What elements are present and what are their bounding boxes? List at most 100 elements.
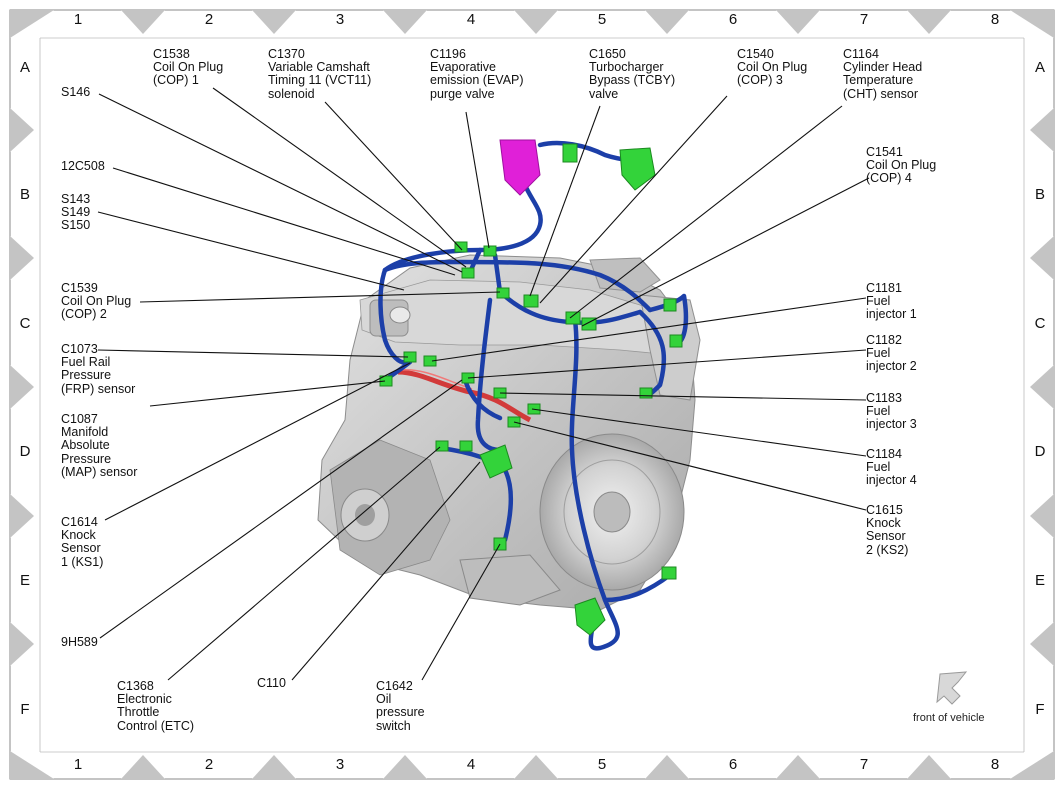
- column-label-6-bottom: 6: [728, 756, 738, 773]
- frame-marker-bottom-3: [383, 755, 427, 779]
- connectors: [379, 139, 683, 636]
- row-label-f-left: F: [20, 701, 30, 718]
- frame-marker-top-7: [907, 10, 951, 34]
- leader-lines: [97, 87, 870, 681]
- callout-c1370: C1370 Variable Camshaft Timing 11 (VCT11…: [268, 47, 372, 101]
- row-label-d-right: D: [1034, 443, 1046, 460]
- callout-c1541: C1541 Coil On Plug (COP) 4: [866, 145, 937, 186]
- leader-c1073: [97, 349, 409, 358]
- leader-c1642: [421, 543, 501, 681]
- callout-c1181: C1181 Fuel injector 1: [866, 281, 917, 322]
- connector-evap: [454, 241, 468, 253]
- leader-c1181: [431, 297, 867, 362]
- connector-right-low: [639, 387, 653, 399]
- connector-cop1: [461, 267, 475, 279]
- row-label-f-right: F: [1035, 701, 1045, 718]
- frame-marker-left-4: [10, 494, 34, 538]
- frame-marker-top-4: [514, 10, 558, 34]
- column-label-8-top: 8: [990, 11, 1000, 28]
- pink-connector: [499, 139, 541, 196]
- callout-c1196: C1196 Evaporative emission (EVAP) purge …: [430, 47, 524, 101]
- row-label-d-left: D: [19, 443, 31, 460]
- frame-marker-top-6: [776, 10, 820, 34]
- callout-c1368: C1368 Electronic Throttle Control (ETC): [117, 679, 195, 733]
- leader-s146: [98, 93, 463, 273]
- column-label-7-top: 7: [859, 11, 869, 28]
- frame-marker-right-4: [1030, 494, 1054, 538]
- leader-c1087: [149, 380, 386, 407]
- connector-inj1: [423, 355, 437, 367]
- connector-right: [669, 334, 683, 348]
- callout-c1184: C1184 Fuel injector 4: [866, 447, 917, 488]
- frame-marker-top-1: [121, 10, 165, 34]
- harness-drop-2: [492, 252, 503, 295]
- frame-marker-bottom-4: [514, 755, 558, 779]
- harness-main-trunk: [382, 259, 653, 313]
- frame-marker-left-3: [10, 365, 34, 409]
- row-label-b-left: B: [19, 186, 30, 203]
- leader-c1370: [324, 101, 463, 251]
- column-label-1-top: 1: [73, 11, 83, 28]
- connector-etc: [459, 440, 473, 452]
- callout-9h589: 9H589: [61, 635, 98, 649]
- leader-c1182: [467, 349, 867, 379]
- connector-lower: [574, 597, 606, 636]
- column-label-6-top: 6: [728, 11, 738, 28]
- row-label-a-right: A: [1034, 59, 1045, 76]
- connector-lower-right: [661, 566, 677, 580]
- callout-c1615: C1615 Knock Sensor 2 (KS2): [866, 503, 909, 557]
- leader-s143: [97, 211, 405, 291]
- leader-c110: [291, 461, 481, 681]
- callout-c1614: C1614 Knock Sensor 1 (KS1): [61, 515, 104, 569]
- engine-block: [317, 254, 701, 611]
- callout-c110: C110: [257, 676, 286, 690]
- callout-c1650: C1650 Turbocharger Bypass (TCBY) valve: [589, 47, 676, 101]
- connector-vct: [483, 245, 497, 257]
- leader-c1540: [539, 95, 728, 304]
- column-label-3-bottom: 3: [335, 756, 345, 773]
- harness-branch-upper: [382, 157, 543, 273]
- column-label-1-bottom: 1: [73, 756, 83, 773]
- leader-c1196: [465, 111, 490, 249]
- leader-12c508: [112, 167, 456, 276]
- connector-ks1: [435, 440, 449, 452]
- harness-center-drop: [475, 297, 503, 453]
- callout-c1539: C1539 Coil On Plug (COP) 2: [61, 281, 132, 322]
- column-label-2-bottom: 2: [204, 756, 214, 773]
- frame-marker-right-3: [1030, 365, 1054, 409]
- frame-zone-markers: [10, 10, 1054, 779]
- column-label-2-top: 2: [204, 11, 214, 28]
- frame-marker-right-1: [1030, 108, 1054, 152]
- frame-marker-bottom-5: [645, 755, 689, 779]
- callout-c1642: C1642 Oil pressure switch: [376, 679, 425, 733]
- callout-c1540: C1540 Coil On Plug (COP) 3: [737, 47, 808, 88]
- frame-marker-top-3: [383, 10, 427, 34]
- frame-marker-bottom-7: [907, 755, 951, 779]
- frame-marker-bottom-1: [121, 755, 165, 779]
- callout-c1183: C1183 Fuel injector 3: [866, 391, 917, 432]
- column-label-8-bottom: 8: [990, 756, 1000, 773]
- connector-top-1: [562, 143, 578, 163]
- leader-c1541: [581, 177, 870, 327]
- front-of-vehicle-label: front of vehicle: [913, 712, 985, 724]
- callout-c1164: C1164 Cylinder Head Temperature (CHT) se…: [843, 47, 923, 101]
- harness-left-loop: [378, 267, 411, 365]
- frame-corner-top-left: [10, 10, 54, 38]
- front-arrow-icon: [936, 671, 968, 705]
- frame-corner-bottom-left: [10, 751, 54, 779]
- leader-c1183: [499, 392, 867, 401]
- frame-corner-top-right: [1010, 10, 1054, 38]
- callout-s143-s149-s150: S143 S149 S150: [61, 192, 91, 233]
- frame-marker-left-1: [10, 108, 34, 152]
- frame-marker-bottom-6: [776, 755, 820, 779]
- row-label-b-right: B: [1034, 186, 1045, 203]
- callout-c1087: C1087 Manifold Absolute Pressure (MAP) s…: [61, 412, 138, 479]
- frame-marker-bottom-2: [252, 755, 296, 779]
- connector-c110: [479, 444, 513, 479]
- leader-c1614: [104, 362, 411, 521]
- leader-c1539: [139, 291, 501, 303]
- frame-marker-left-5: [10, 622, 34, 666]
- harness-injector-branch: [462, 377, 503, 421]
- leader-c1615: [513, 421, 867, 511]
